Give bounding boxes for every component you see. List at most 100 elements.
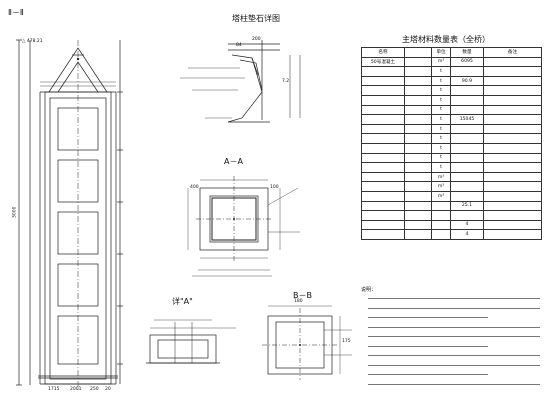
table-cell: 15045 <box>450 114 484 125</box>
table-cell <box>450 85 484 96</box>
note-rule <box>368 326 540 328</box>
table-cell <box>404 219 432 231</box>
materials-table-title: 主塔材料数量表（全桥） <box>402 35 490 44</box>
table-cell <box>450 210 484 221</box>
table-cell <box>361 85 405 96</box>
column-header-sub <box>404 47 432 58</box>
table-cell <box>404 56 432 68</box>
table-cell <box>483 114 542 125</box>
table-row: t <box>361 162 542 173</box>
table-row: t <box>361 152 542 164</box>
bb-dim-right: 175 <box>342 339 351 344</box>
table-cell: t <box>431 162 451 173</box>
cap-dim-a: 84 <box>236 43 242 48</box>
table-cell: t <box>431 123 451 135</box>
table-header-row: 名称 单位 数量 备注 <box>361 47 542 58</box>
table-cell: m³ <box>431 190 451 202</box>
table-cell <box>404 85 432 96</box>
elevation-top-label: △ 478.21 <box>22 39 43 44</box>
height-total-label: 3000 <box>12 206 18 218</box>
table-cell <box>431 219 451 231</box>
table-cell <box>483 229 542 240</box>
table-cell <box>404 123 432 135</box>
table-cell <box>431 210 451 221</box>
note-rule <box>368 298 540 299</box>
table-cell <box>431 200 451 212</box>
table-cell <box>361 229 405 240</box>
base-dim-1: 1715 <box>48 387 60 392</box>
table-cell <box>404 104 432 116</box>
table-cell <box>450 66 484 77</box>
table-cell <box>450 152 484 164</box>
table-cell <box>450 162 484 173</box>
table-cell <box>404 75 432 87</box>
table-row: 4 <box>361 219 542 231</box>
table-cell <box>450 190 484 202</box>
base-dim-3: 20 <box>105 387 111 392</box>
table-cell: m³ <box>431 181 451 192</box>
table-cell <box>483 142 542 154</box>
table-cell <box>483 66 542 77</box>
table-cell <box>450 181 484 192</box>
table-cell <box>361 181 405 192</box>
bb-dim-top: 180 <box>294 299 303 304</box>
aa-section <box>187 176 300 277</box>
cap-dim-b: 200 <box>252 37 261 42</box>
table-cell <box>404 210 432 221</box>
table-row: t <box>361 104 542 116</box>
note-rule <box>368 374 488 375</box>
table-cell <box>450 94 484 106</box>
table-cell: t <box>431 152 451 164</box>
table-cell: 90.9 <box>450 75 484 87</box>
table-cell <box>483 190 542 202</box>
table-cell <box>404 200 432 212</box>
table-cell <box>361 190 405 202</box>
table-cell <box>483 200 542 212</box>
table-cell <box>483 210 542 221</box>
table-row: t <box>361 142 542 154</box>
table-cell <box>404 66 432 77</box>
aa-dim-left: 400 <box>190 185 199 190</box>
table-cell: 50号混凝土 <box>361 56 405 68</box>
table-cell <box>483 56 542 68</box>
table-cell <box>483 94 542 106</box>
table-cell <box>431 229 451 240</box>
bb-section <box>262 305 352 380</box>
table-cell <box>450 104 484 116</box>
table-cell <box>361 75 405 87</box>
table-cell <box>361 162 405 173</box>
table-cell: m³ <box>431 171 451 183</box>
table-cell <box>483 181 542 192</box>
table-cell <box>404 162 432 173</box>
table-cell <box>450 133 484 144</box>
table-cell: m³ <box>431 56 451 68</box>
table-row: t <box>361 94 542 106</box>
detail-a-title: 详"A" <box>172 297 193 306</box>
table-cell <box>361 114 405 125</box>
note-rule <box>368 317 488 318</box>
table-row: t <box>361 133 542 144</box>
table-cell <box>483 219 542 231</box>
table-cell <box>483 162 542 173</box>
base-dim-2: 250 <box>90 387 99 392</box>
base-width-label: 2001 <box>70 387 82 392</box>
table-cell <box>361 219 405 231</box>
note-rule <box>368 336 540 337</box>
column-header-remark: 备注 <box>483 47 542 58</box>
table-cell: t <box>431 94 451 106</box>
table-cell <box>361 123 405 135</box>
table-row: m³ <box>361 171 542 183</box>
column-header-qty: 数量 <box>450 47 484 58</box>
note-rule <box>368 364 540 366</box>
table-row: m³ <box>361 190 542 202</box>
table-cell: t <box>431 66 451 77</box>
table-cell: t <box>431 114 451 125</box>
table-cell <box>361 210 405 221</box>
table-cell <box>404 133 432 144</box>
table-cell <box>404 229 432 240</box>
